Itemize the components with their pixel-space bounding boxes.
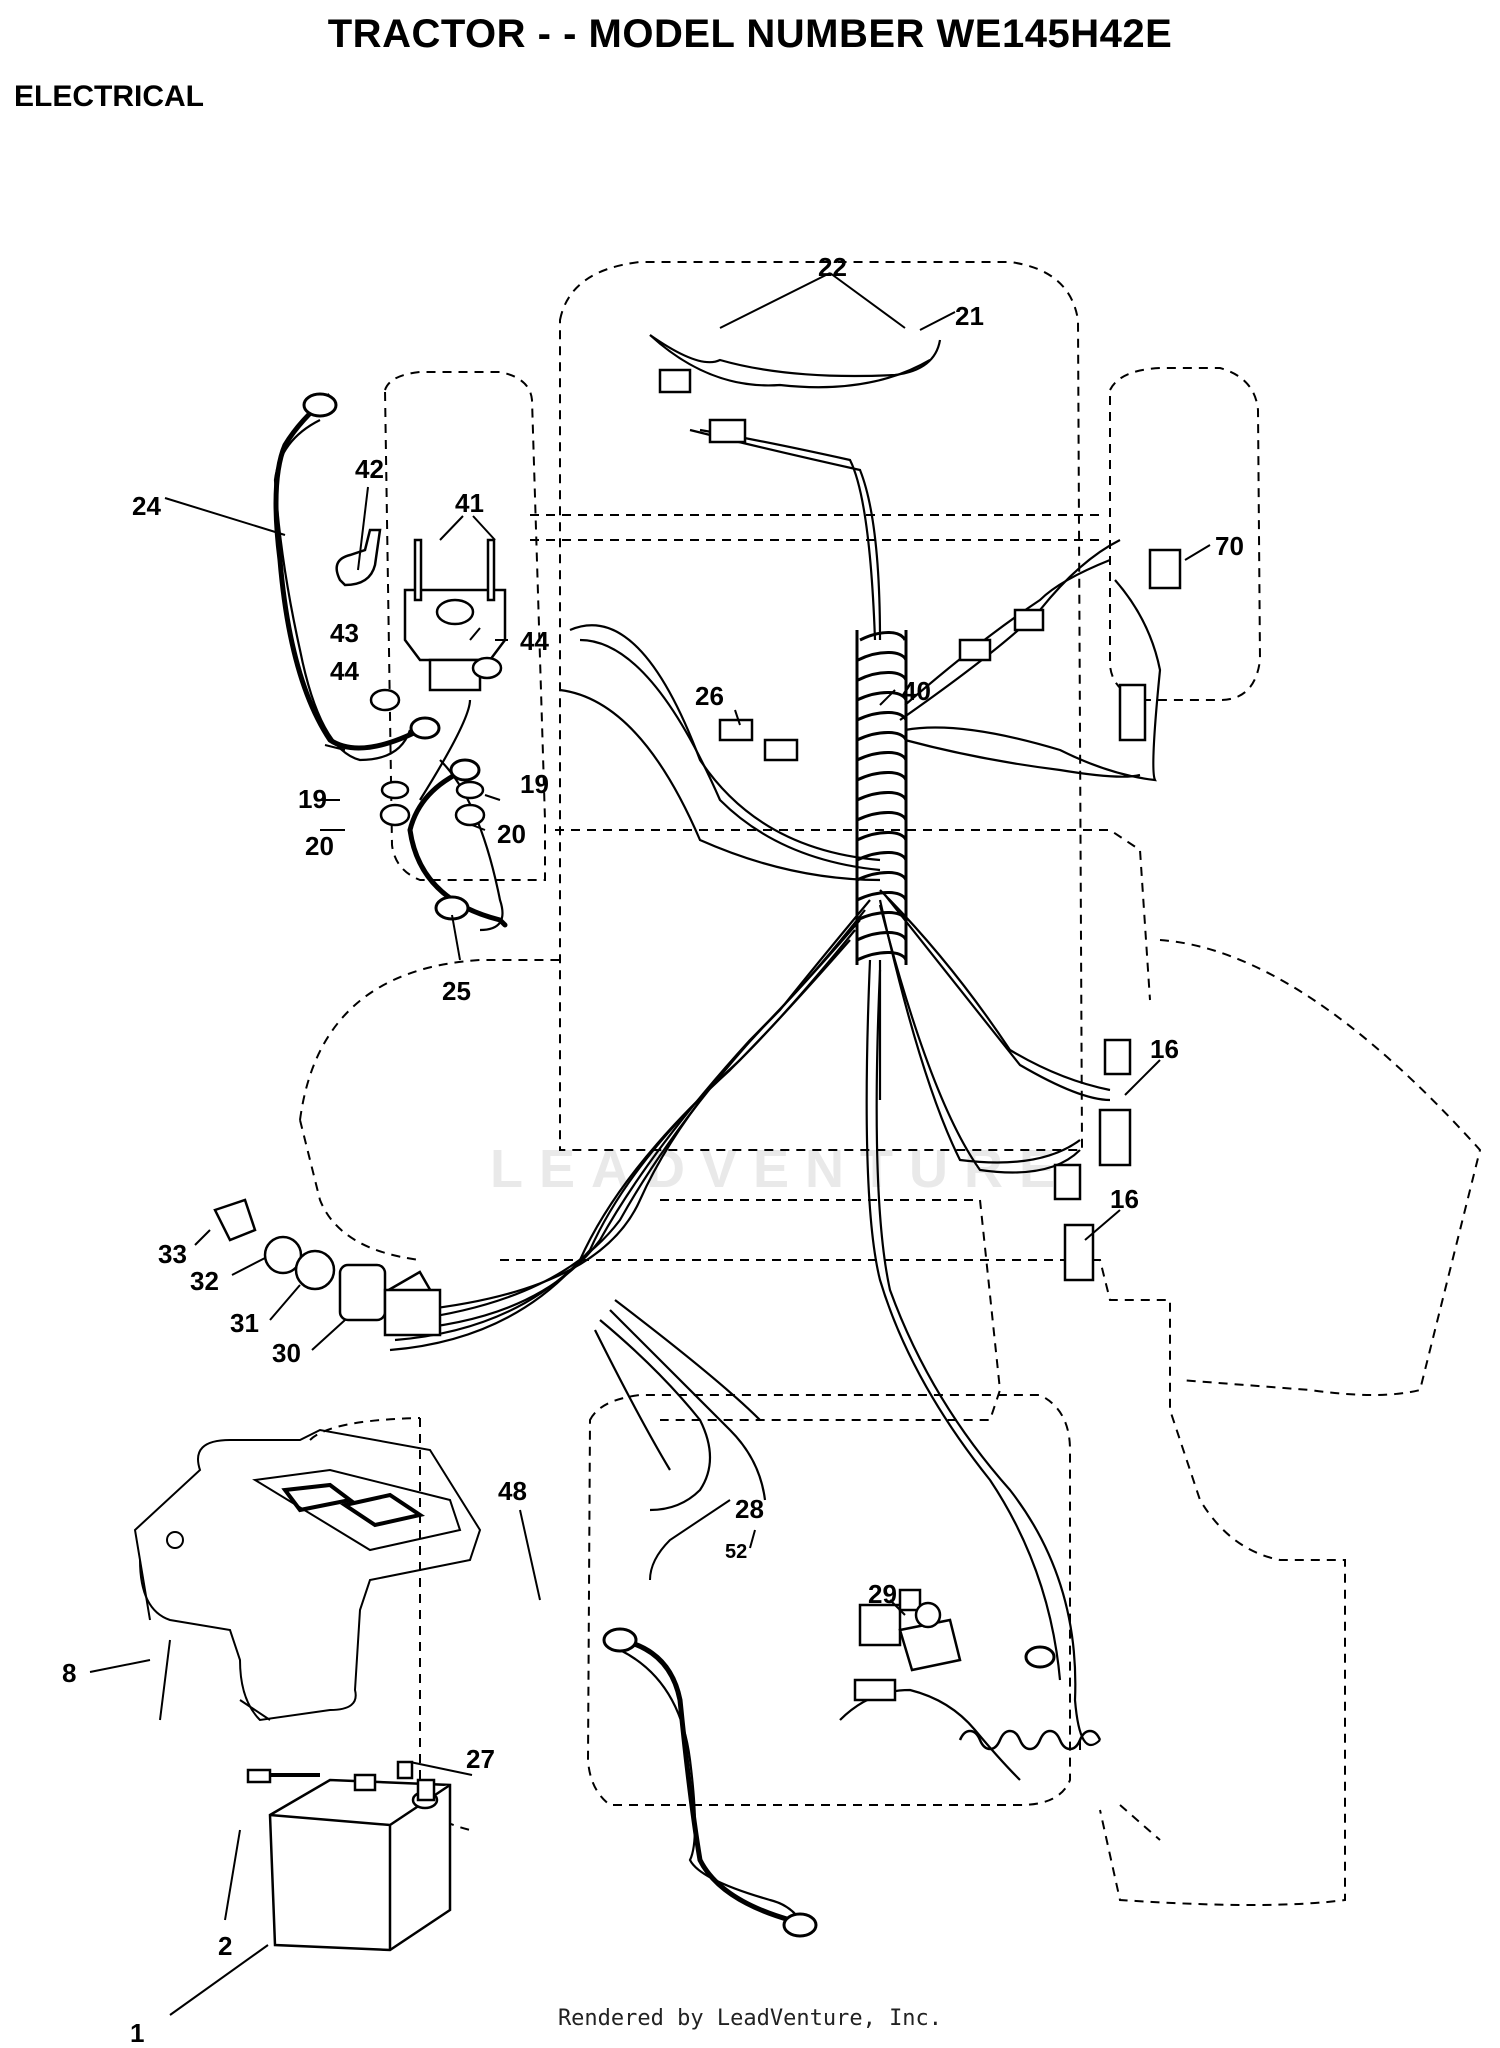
callout-44-right: 44 bbox=[520, 626, 549, 656]
wire-harness bbox=[273, 334, 1162, 1921]
solenoid-assembly bbox=[335, 528, 507, 827]
callout-33: 33 bbox=[158, 1239, 187, 1269]
key-switch bbox=[213, 1198, 442, 1337]
harness-sleeve bbox=[855, 630, 908, 965]
callout-24: 24 bbox=[132, 491, 161, 521]
callout-70: 70 bbox=[1215, 531, 1244, 561]
callout-2: 2 bbox=[218, 1931, 232, 1961]
callout-30: 30 bbox=[272, 1338, 301, 1368]
callout-26: 26 bbox=[695, 681, 724, 711]
callout-8: 8 bbox=[62, 1658, 76, 1688]
coil-cable bbox=[958, 1729, 1102, 1751]
footer-credit: Rendered by LeadVenture, Inc. bbox=[557, 2006, 943, 2031]
cable-28 bbox=[619, 1637, 791, 1923]
callout-43: 43 bbox=[330, 618, 359, 648]
switch-29 bbox=[898, 1601, 962, 1672]
callout-16-top: 16 bbox=[1150, 1034, 1179, 1064]
callout-31: 31 bbox=[230, 1308, 259, 1338]
callout-19-right: 19 bbox=[520, 769, 549, 799]
callout-48: 48 bbox=[498, 1476, 527, 1506]
cable-24 bbox=[273, 393, 422, 751]
callout-22: 22 bbox=[818, 252, 847, 282]
callout-41: 41 bbox=[455, 488, 484, 518]
callout-44-left: 44 bbox=[330, 656, 359, 686]
section-title: ELECTRICAL bbox=[14, 80, 204, 113]
battery bbox=[246, 1760, 452, 1952]
callout-20-right: 20 bbox=[497, 819, 526, 849]
cable-25 bbox=[407, 767, 508, 928]
callout-28: 28 bbox=[735, 1494, 764, 1524]
callout-1: 1 bbox=[130, 2018, 144, 2048]
ring-terminals bbox=[302, 392, 1056, 1938]
callout-19-left: 19 bbox=[298, 784, 327, 814]
callout-40: 40 bbox=[902, 676, 931, 706]
engine bbox=[133, 1428, 482, 1722]
leader-lines bbox=[89, 272, 1211, 2016]
callout-25: 25 bbox=[442, 976, 471, 1006]
callout-52: 52 bbox=[725, 1541, 747, 1563]
callout-20-left: 20 bbox=[305, 831, 334, 861]
callout-27: 27 bbox=[466, 1744, 495, 1774]
callout-42: 42 bbox=[355, 454, 384, 484]
callout-21: 21 bbox=[955, 301, 984, 331]
callout-labels: 1 2 8 16 16 19 19 20 20 21 22 24 25 26 2… bbox=[62, 252, 1244, 2048]
page-title: TRACTOR - - MODEL NUMBER WE145H42E bbox=[327, 12, 1173, 56]
callout-29: 29 bbox=[868, 1579, 897, 1609]
callout-16-bottom: 16 bbox=[1110, 1184, 1139, 1214]
callout-32: 32 bbox=[190, 1266, 219, 1296]
